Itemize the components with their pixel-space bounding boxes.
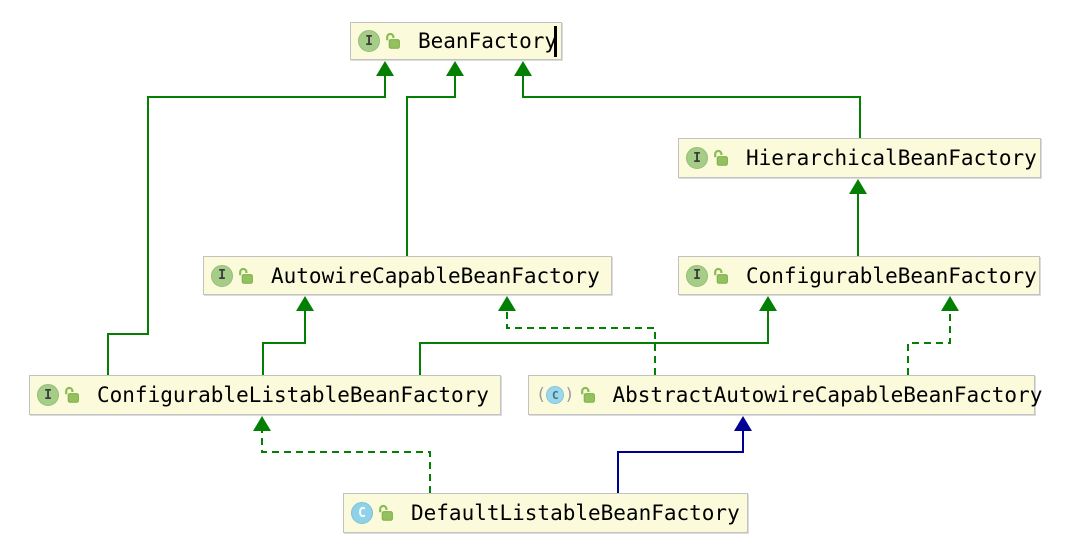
edge-hierarchicalbeanfactory-extends-beanfactory[interactable] xyxy=(522,76,861,138)
edge-hierarchicalbeanfactory-extends-beanfactory-arrowhead xyxy=(514,61,532,76)
public-open-lock-icon xyxy=(384,32,401,50)
class-name-label: ConfigurableListableBeanFactory xyxy=(97,383,489,407)
interface-icon: I xyxy=(37,384,59,406)
interface-icon: I xyxy=(358,30,380,52)
public-open-lock-icon xyxy=(237,267,254,285)
class-node-defaultlistablebeanfactory[interactable]: C DefaultListableBeanFactory xyxy=(343,493,748,533)
edge-abstractautowirecapablebeanfactory-implements-configurablebeanfactory[interactable] xyxy=(907,311,951,375)
edge-abstractautowirecapablebeanfactory-implements-configurablebeanfactory-arrowhead xyxy=(941,296,959,311)
text-caret xyxy=(554,26,557,57)
edge-defaultlistablebeanfactory-implements-configurablelistablebeanfactory-arrowhead xyxy=(253,416,271,431)
edge-autowirecapablebeanfactory-extends-beanfactory-arrowhead xyxy=(446,61,464,76)
edge-configurablelistablebeanfactory-extends-beanfactory[interactable] xyxy=(107,76,386,375)
edge-autowirecapablebeanfactory-extends-beanfactory[interactable] xyxy=(406,76,456,256)
class-name-label: HierarchicalBeanFactory xyxy=(746,146,1037,170)
interface-icon: I xyxy=(686,147,708,169)
edge-configurablebeanfactory-extends-hierarchicalbeanfactory-arrowhead xyxy=(849,179,867,194)
abstract-class-icon: ( C ) xyxy=(536,384,575,405)
edge-defaultlistablebeanfactory-extends-abstractautowirecapablebeanfactory-arrowhead xyxy=(734,416,752,431)
public-open-lock-icon xyxy=(63,386,80,404)
edge-configurablelistablebeanfactory-extends-autowirecapablebeanfactory[interactable] xyxy=(262,311,306,375)
class-node-configurablebeanfactory[interactable]: I ConfigurableBeanFactory xyxy=(678,256,1040,295)
class-node-hierarchicalbeanfactory[interactable]: I HierarchicalBeanFactory xyxy=(678,138,1041,178)
class-name-label: ConfigurableBeanFactory xyxy=(746,263,1037,288)
class-node-abstractautowirecapablebeanfactory[interactable]: ( C ) AbstractAutowireCapableBeanFactory xyxy=(528,375,1042,415)
class-node-configurablelistablebeanfactory[interactable]: I ConfigurableListableBeanFactory xyxy=(29,375,501,415)
edge-configurablelistablebeanfactory-extends-configurablebeanfactory[interactable] xyxy=(419,311,769,375)
class-node-autowirecapablebeanfactory[interactable]: I AutowireCapableBeanFactory xyxy=(203,256,612,295)
edge-defaultlistablebeanfactory-extends-abstractautowirecapablebeanfactory[interactable] xyxy=(617,431,744,493)
edge-abstractautowirecapablebeanfactory-implements-autowirecapablebeanfactory[interactable] xyxy=(506,311,656,375)
edge-abstractautowirecapablebeanfactory-implements-autowirecapablebeanfactory-arrowhead xyxy=(498,296,516,311)
class-name-label: AbstractAutowireCapableBeanFactory xyxy=(612,383,1043,407)
class-name-label: AutowireCapableBeanFactory xyxy=(271,263,600,288)
edge-configurablelistablebeanfactory-extends-configurablebeanfactory-arrowhead xyxy=(759,296,777,311)
public-open-lock-icon xyxy=(712,149,729,167)
class-name-label: BeanFactory xyxy=(418,29,558,53)
public-open-lock-icon xyxy=(579,386,596,404)
interface-icon: I xyxy=(686,264,708,287)
public-open-lock-icon xyxy=(712,267,729,285)
interface-icon: I xyxy=(211,264,233,287)
public-open-lock-icon xyxy=(377,504,394,522)
edge-configurablelistablebeanfactory-extends-beanfactory-arrowhead xyxy=(376,61,394,76)
class-icon: C xyxy=(351,502,373,524)
edge-configurablelistablebeanfactory-extends-autowirecapablebeanfactory-arrowhead xyxy=(296,296,314,311)
edge-defaultlistablebeanfactory-implements-configurablelistablebeanfactory[interactable] xyxy=(261,431,431,493)
class-node-beanfactory[interactable]: I BeanFactory xyxy=(350,22,562,60)
class-name-label: DefaultListableBeanFactory xyxy=(411,501,740,525)
